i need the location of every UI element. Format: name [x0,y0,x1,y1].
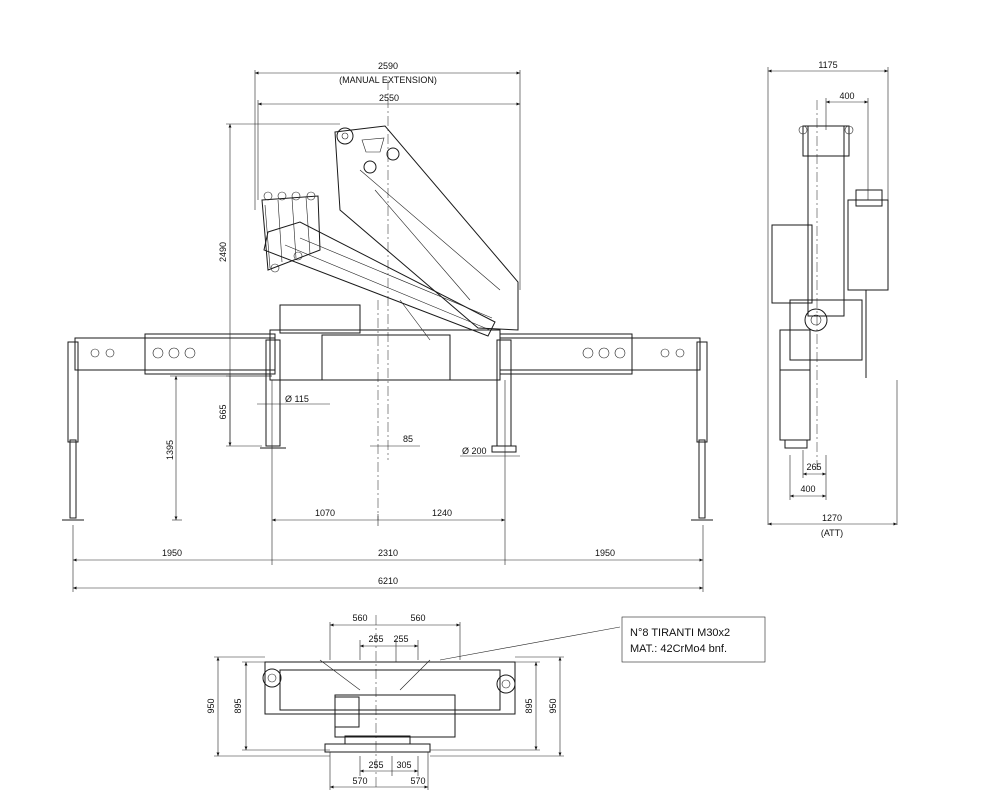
dim-plan-top-left: 560 [352,613,367,623]
note-line-1: N°8 TIRANTI M30x2 [630,627,730,639]
dim-manual-extension-note: (MANUAL EXTENSION) [339,75,437,85]
note-line-2: MAT.: 42CrMo4 bnf. [630,643,727,655]
dim-left-span: 1950 [162,548,182,558]
dim-pad-diameter: Ø 200 [462,446,487,456]
dim-side-top: 1175 [818,60,837,70]
dim-width: 2550 [379,93,399,103]
dim-offset: 85 [403,434,413,444]
dim-right-span: 1950 [595,548,615,558]
dim-height: 2490 [218,242,228,262]
dim-plan-top-right: 560 [410,613,425,623]
dim-left-inner: 1070 [315,508,335,518]
dim-side-400: 400 [800,484,815,494]
note-box [621,616,766,663]
dim-plan-bottom-left: 570 [352,776,367,786]
dim-plan-left-outer: 950 [206,698,216,713]
dim-leg-height: 1395 [165,440,175,460]
front-view: 2590 (MANUAL EXTENSION) 2550 2490 665 13… [62,61,713,592]
side-view: 1175 400 265 400 1270 (ATT) [767,60,898,538]
dim-side-top-inner: 400 [839,91,854,101]
plan-view: 560 560 255 255 950 895 895 950 255 305 … [206,613,766,790]
dim-pin-diameter: Ø 115 [285,394,309,404]
dim-plan-top-mid-right: 255 [393,634,408,644]
dim-side-265: 265 [806,462,821,472]
dim-base-height: 665 [218,404,228,419]
dim-plan-top-mid-left: 255 [368,634,383,644]
dim-plan-bottom-mid-right: 305 [396,760,411,770]
dim-center-span: 2310 [378,548,398,558]
dim-side-bottom-note: (ATT) [821,528,843,538]
dim-side-bottom: 1270 [822,513,842,523]
dim-total: 6210 [378,576,398,586]
dim-right-inner: 1240 [432,508,452,518]
dim-plan-right-inner: 895 [524,698,534,713]
dim-plan-bottom-mid-left: 255 [368,760,383,770]
dim-plan-left-inner: 895 [233,698,243,713]
dim-plan-right-outer: 950 [548,698,558,713]
dim-plan-bottom-right: 570 [410,776,425,786]
dim-manual-extension: 2590 [378,61,398,71]
